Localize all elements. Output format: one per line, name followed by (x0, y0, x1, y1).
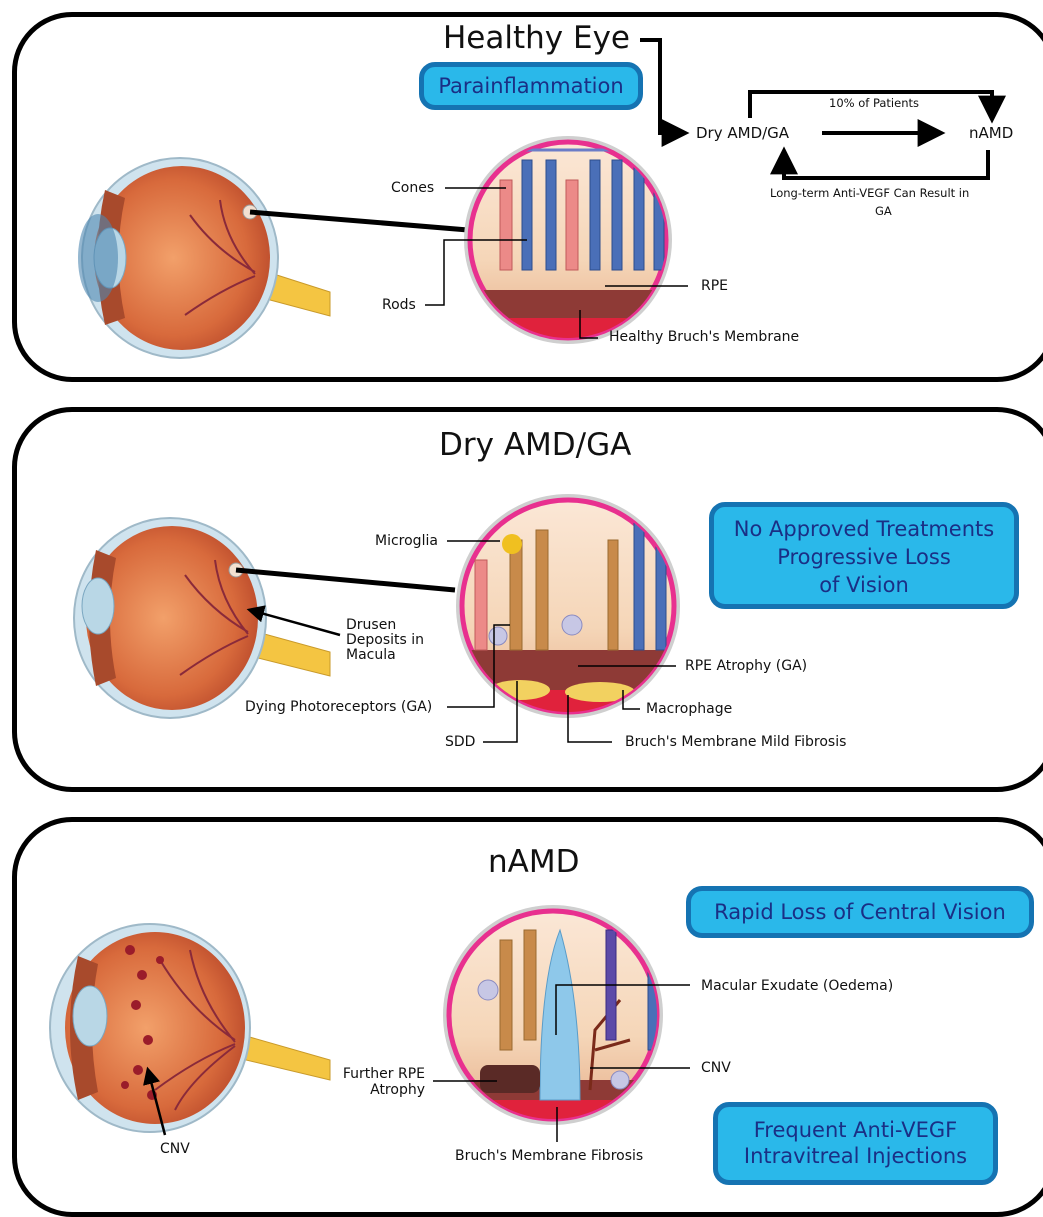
rapid-loss-text: Rapid Loss of Central Vision (691, 891, 1029, 933)
eye-illustration-namd (50, 924, 330, 1132)
label-cones: Cones (391, 181, 434, 196)
pill-line-2: Progressive Loss (714, 543, 1014, 571)
magnifier-connector (236, 570, 455, 590)
label-healthy-bruch: Healthy Bruch's Membrane (609, 330, 799, 345)
label-drusen-2: Deposits in (346, 633, 424, 648)
label-further-rpe-2: Atrophy (333, 1083, 425, 1098)
label-rpe: RPE (701, 279, 728, 294)
anti-vegf-line-2: Intravitreal Injections (718, 1143, 993, 1169)
anti-vegf-line-1: Frequent Anti-VEGF (718, 1117, 993, 1143)
panel2-title: Dry AMD/GA (439, 427, 631, 463)
flow-label-long-term-1: Long-term Anti-VEGF Can Result in (770, 186, 969, 201)
flow-label-10-percent: 10% of Patients (829, 96, 919, 111)
eye-illustration-dry-amd (74, 518, 330, 718)
no-approved-treatments-pill: No Approved Treatments Progressive Loss … (709, 502, 1019, 609)
label-macrophage: Macrophage (646, 702, 732, 717)
label-rods: Rods (382, 298, 416, 313)
pill-line-3: of Vision (714, 571, 1014, 599)
label-dying-photoreceptors: Dying Photoreceptors (GA) (245, 700, 432, 715)
label-bruch-mild-fibrosis: Bruch's Membrane Mild Fibrosis (625, 735, 846, 750)
parainflammation-pill: Parainflammation (419, 62, 643, 110)
label-microglia: Microglia (375, 534, 438, 549)
label-further-rpe-1: Further RPE (333, 1067, 425, 1082)
flow-label-long-term-2: GA (875, 204, 892, 219)
flow-arrows (640, 40, 992, 178)
rapid-loss-pill: Rapid Loss of Central Vision (686, 886, 1034, 938)
label-drusen-1: Drusen (346, 618, 396, 633)
anti-vegf-pill: Frequent Anti-VEGF Intravitreal Injectio… (713, 1102, 998, 1185)
magnifier-connector (250, 212, 468, 230)
label-cnv-eye: CNV (160, 1142, 190, 1157)
label-rpe-atrophy: RPE Atrophy (GA) (685, 659, 807, 674)
pill-line-1: No Approved Treatments (714, 515, 1014, 543)
retina-magnifier-namd (443, 905, 665, 1125)
retina-magnifier-dry-amd (456, 494, 680, 720)
flow-node-dry-amd: Dry AMD/GA (696, 126, 789, 141)
panel1-title: Healthy Eye (443, 20, 630, 56)
label-cnv-magnifier: CNV (701, 1061, 731, 1076)
panel3-title: nAMD (488, 844, 579, 880)
label-sdd: SDD (445, 735, 475, 750)
label-drusen-3: Macula (346, 648, 396, 663)
label-bruch-fibrosis: Bruch's Membrane Fibrosis (455, 1149, 643, 1164)
label-macular-exudate: Macular Exudate (Oedema) (701, 979, 893, 994)
parainflammation-text: Parainflammation (424, 67, 638, 105)
eye-illustration-healthy (78, 158, 330, 358)
flow-node-namd: nAMD (969, 126, 1013, 141)
